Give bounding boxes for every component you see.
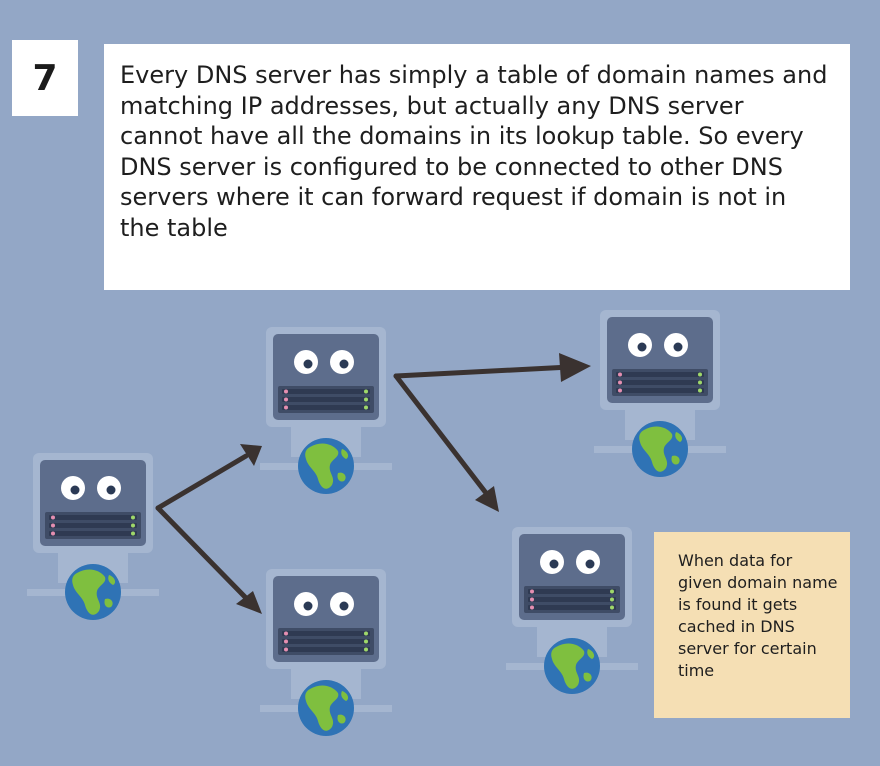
step-number: 7 [32, 57, 58, 99]
cache-note-text: When data for given domain name is found… [678, 551, 838, 680]
description-box: Every DNS server has simply a table of d… [104, 44, 850, 290]
arrow-middle-to-right-top [393, 364, 573, 379]
server-right-bottom [506, 527, 638, 694]
arrow-left-to-middle-bottom [155, 505, 249, 601]
arrow-middle-to-right-bottom [393, 373, 489, 496]
arrowhead-middle-to-right-bottom [475, 486, 499, 512]
arrowhead-left-to-middle-top [240, 444, 262, 466]
server-right-top [594, 310, 726, 477]
server-middle-top [260, 327, 392, 494]
arrow-left-to-middle-top [155, 453, 249, 511]
server-middle-bottom [260, 569, 392, 736]
arrowhead-middle-to-right-top [559, 353, 591, 382]
step-number-badge: 7 [12, 40, 78, 116]
description-text: Every DNS server has simply a table of d… [120, 61, 828, 242]
server-left [27, 453, 159, 620]
cache-note-box: When data for given domain name is found… [654, 532, 850, 718]
arrowhead-left-to-middle-bottom [236, 591, 262, 614]
